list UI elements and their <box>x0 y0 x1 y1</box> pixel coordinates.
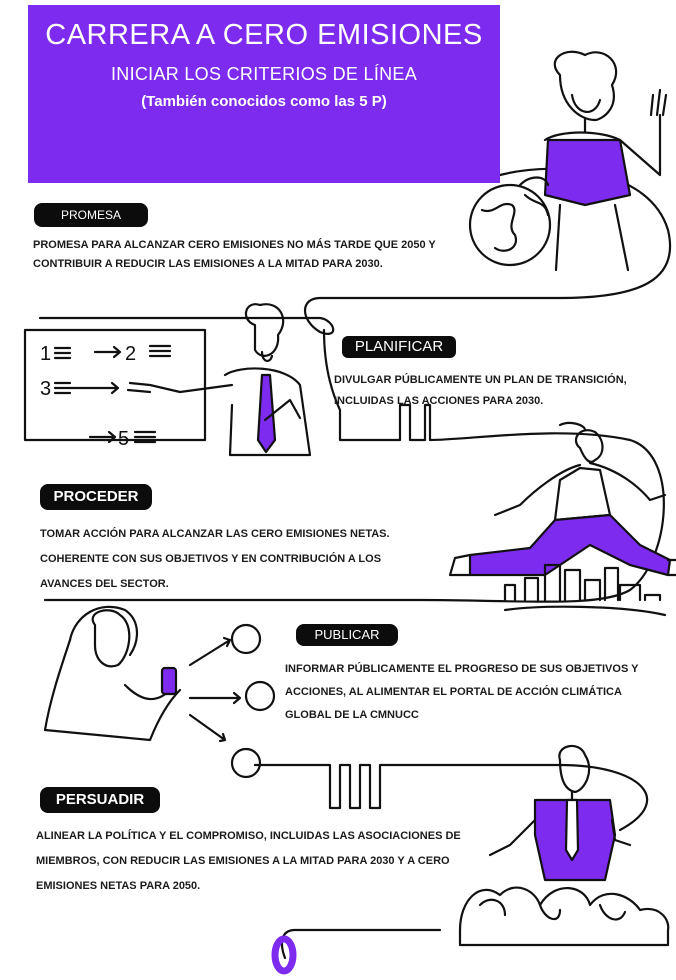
header-banner: CARRERA A CERO EMISIONES INICIAR LOS CRI… <box>28 5 500 183</box>
whiteboard-number: 2 <box>125 343 136 365</box>
page-title: CARRERA A CERO EMISIONES <box>45 19 483 51</box>
network-circle-3 <box>230 747 262 779</box>
step-label-text: PERSUADIR <box>55 791 145 808</box>
network-circle-2 <box>244 680 276 712</box>
race-path-2 <box>43 328 665 603</box>
step-desc-planificar: DIVULGAR PÚBLICAMENTE UN PLAN DE TRANSIC… <box>334 374 627 407</box>
step-label-text: PROCEDER <box>53 488 139 505</box>
step-label-planificar: PLANIFICAR <box>342 336 456 358</box>
step-label-text: PLANIFICAR <box>354 338 444 355</box>
woman-globe-figure <box>468 50 668 272</box>
whiteboard-number: 5 <box>118 428 129 450</box>
presenter-figure <box>126 303 312 457</box>
step-desc-proceder: TOMAR ACCIÓN PARA ALCANZAR LAS CERO EMIS… <box>40 528 390 590</box>
step-label-persuadir: PERSUADIR <box>40 787 160 813</box>
whiteboard-number: 1 <box>40 343 51 365</box>
step-label-text: PROMESA <box>60 208 121 222</box>
step-label-promesa: PROMESA <box>34 203 148 227</box>
man-phone-figure <box>43 605 242 743</box>
step-label-proceder: PROCEDER <box>40 484 152 510</box>
race-path-3 <box>253 763 649 832</box>
page-note: (También conocidos como las 5 P) <box>141 93 387 110</box>
step-desc-promesa: PROMESA PARA ALCANZAR CERO EMISIONES NO … <box>33 239 436 270</box>
step-label-publicar: PUBLICAR <box>296 624 398 646</box>
step-label-text: PUBLICAR <box>314 627 380 642</box>
whiteboard <box>23 328 207 444</box>
network-circle-1 <box>230 623 262 655</box>
speaker-figure <box>488 744 632 882</box>
page-subtitle: INICIAR LOS CRITERIOS DE LÍNEA <box>110 64 418 84</box>
runner-figure <box>448 421 676 577</box>
audience <box>458 886 670 947</box>
whiteboard-number: 3 <box>40 378 51 400</box>
city-skyline <box>503 563 667 617</box>
race-path-4 <box>280 928 442 960</box>
step-desc-persuadir: ALINEAR LA POLÍTICA Y EL COMPROMISO, INC… <box>36 830 461 892</box>
step-desc-publicar: INFORMAR PÚBLICAMENTE EL PROGRESO DE SUS… <box>285 663 639 721</box>
finish-ring <box>271 935 297 975</box>
